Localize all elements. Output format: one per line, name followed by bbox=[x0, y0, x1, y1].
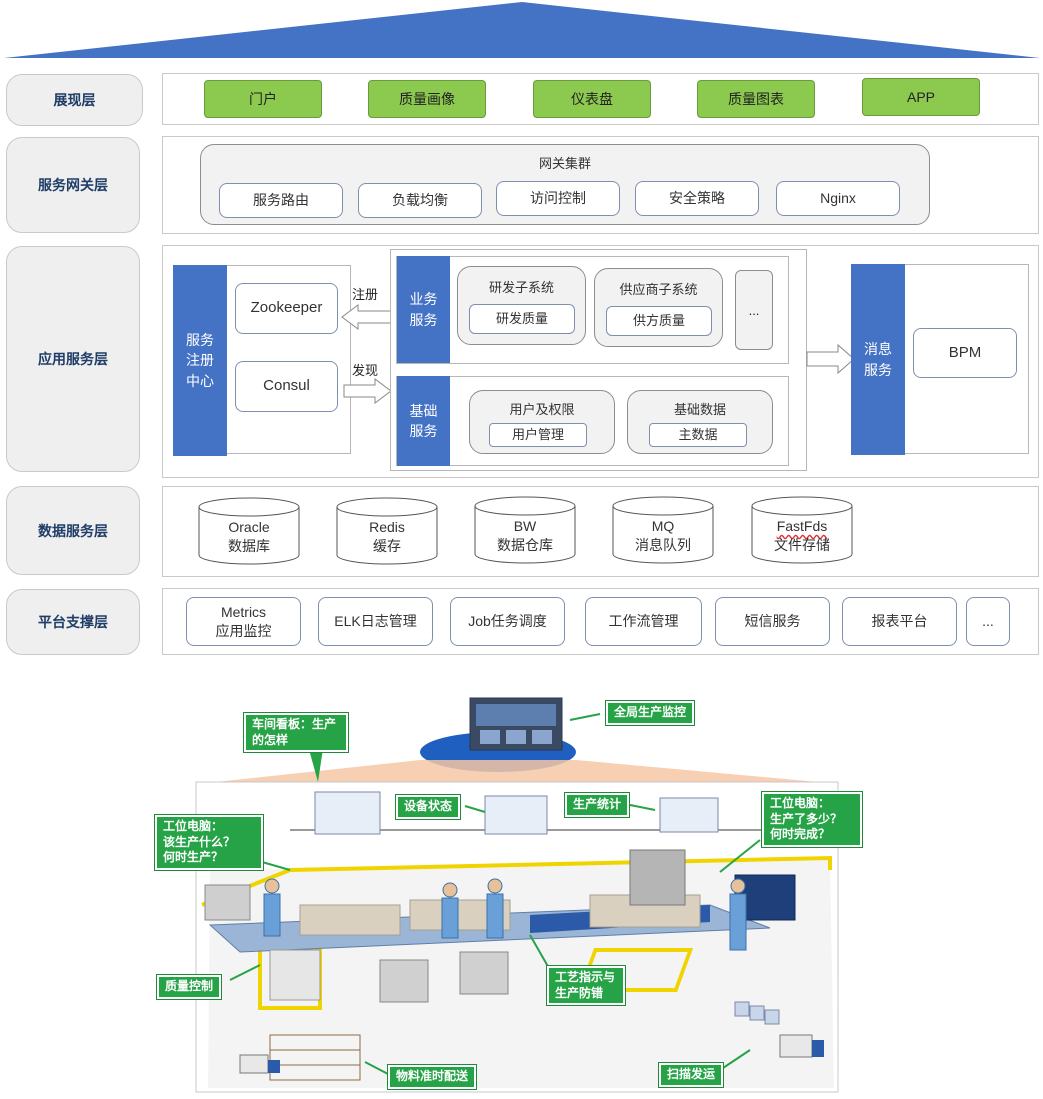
sms-service-box: 短信服务 bbox=[715, 597, 830, 646]
registry-center-title: 服务注册中心 bbox=[186, 332, 214, 389]
cylinder-shape bbox=[751, 496, 853, 564]
cylinder-shape bbox=[336, 497, 438, 565]
business-services-bar: 业务服务 bbox=[397, 256, 450, 363]
business-services-container bbox=[396, 256, 789, 364]
job-scheduler-box: Job任务调度 bbox=[450, 597, 565, 646]
data-panel bbox=[162, 486, 1039, 577]
business-services-title: 业务服务 bbox=[409, 291, 438, 328]
foundation-services-title: 基础服务 bbox=[409, 402, 438, 439]
register-label: 注册 bbox=[352, 287, 379, 302]
base-data-title: 基础数据 bbox=[673, 402, 726, 417]
production-stats-tag: 生产统计 bbox=[565, 793, 630, 817]
cylinder-shape bbox=[612, 496, 714, 564]
load-balancing-box: 负载均衡 bbox=[358, 183, 482, 218]
equipment-status-tag: 设备状态 bbox=[396, 795, 461, 819]
station-pc-right-tag: 工位电脑：生产了多少？何时完成？ bbox=[762, 792, 862, 847]
bpm-box: BPM bbox=[913, 328, 1017, 378]
zookeeper-box: Zookeeper bbox=[235, 283, 338, 334]
layer-label-presentation: 展现层 bbox=[6, 74, 143, 126]
rd-quality-box: 研发质量 bbox=[469, 304, 575, 334]
layer-label-data: 数据服务层 bbox=[6, 486, 140, 575]
consul-box: Consul bbox=[235, 361, 338, 412]
discover-arrow bbox=[343, 378, 392, 404]
app-button[interactable]: APP bbox=[862, 78, 980, 116]
master-data-box: 主数据 bbox=[649, 423, 747, 447]
user-management-box: 用户管理 bbox=[489, 423, 587, 447]
foundation-services-bar: 基础服务 bbox=[397, 376, 450, 466]
process-guide-tag: 工艺指示与生产防错 bbox=[547, 966, 625, 1006]
elk-log-box: ELK日志管理 bbox=[318, 597, 433, 646]
cylinder-shape bbox=[198, 497, 300, 565]
roof-triangle bbox=[4, 2, 1040, 58]
layer-label-gateway: 服务网关层 bbox=[6, 137, 140, 233]
material-delivery-tag: 物料准时配送 bbox=[388, 1065, 477, 1089]
layer-label-platform: 平台支撑层 bbox=[6, 589, 140, 655]
service-routing-box: 服务路由 bbox=[219, 183, 343, 218]
quality-chart-button[interactable]: 质量图表 bbox=[697, 80, 815, 118]
cylinder-shape bbox=[474, 496, 576, 564]
global-monitor-tag: 全局生产监控 bbox=[606, 701, 695, 725]
portal-button[interactable]: 门户 bbox=[204, 80, 322, 118]
register-arrow bbox=[341, 304, 392, 330]
discover-label: 发现 bbox=[352, 363, 379, 378]
quality-control-tag: 质量控制 bbox=[157, 975, 222, 999]
gateway-cluster-title: 网关集群 bbox=[538, 156, 591, 171]
security-policy-box: 安全策略 bbox=[635, 181, 759, 216]
registry-center-bar: 服务注册中心 bbox=[173, 265, 227, 456]
supplier-quality-box: 供方质量 bbox=[606, 306, 712, 336]
report-platform-box: 报表平台 bbox=[842, 597, 957, 646]
scan-shipping-tag: 扫描发运 bbox=[659, 1063, 724, 1087]
layer-label-application: 应用服务层 bbox=[6, 246, 140, 472]
dashboard-button[interactable]: 仪表盘 bbox=[533, 80, 651, 118]
station-pc-left-tag: 工位电脑：该生产什么？何时生产？ bbox=[155, 815, 263, 870]
more-platform-box: ... bbox=[966, 597, 1010, 646]
access-control-box: 访问控制 bbox=[496, 181, 620, 216]
user-permission-title: 用户及权限 bbox=[509, 402, 575, 417]
factory-illustration bbox=[195, 697, 840, 1093]
message-arrow bbox=[806, 343, 855, 375]
message-services-bar: 消息服务 bbox=[851, 264, 905, 455]
quality-portrait-button[interactable]: 质量画像 bbox=[368, 80, 486, 118]
rd-subsystem-title: 研发子系统 bbox=[488, 280, 554, 295]
supplier-subsystem-title: 供应商子系统 bbox=[619, 282, 698, 297]
message-services-title: 消息服务 bbox=[864, 341, 892, 378]
workflow-box: 工作流管理 bbox=[585, 597, 702, 646]
nginx-box: Nginx bbox=[776, 181, 900, 216]
workshop-board-tag: 车间看板：生产的怎样 bbox=[244, 713, 348, 753]
more-subsystems-box: ... bbox=[735, 270, 773, 350]
